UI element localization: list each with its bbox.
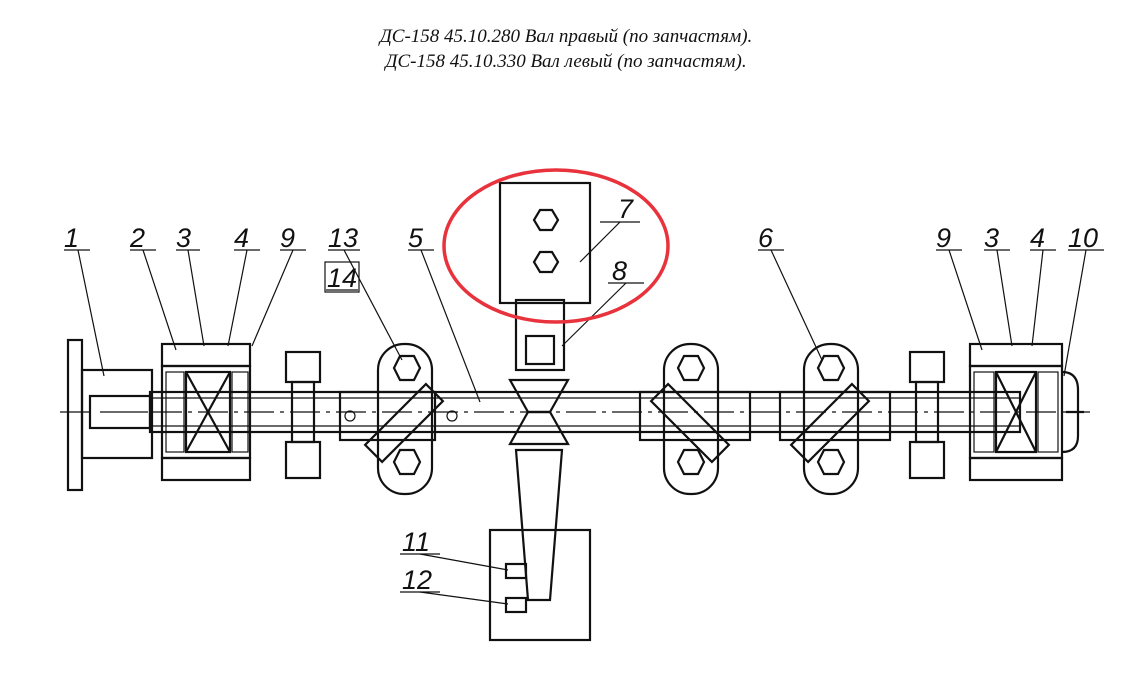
callout-1: 1: [64, 223, 79, 253]
blade-holder-center: [488, 181, 592, 642]
cam-plate-left: [338, 342, 458, 496]
highlight-circle-part-7: [442, 168, 670, 324]
right-bearing-housing: [968, 342, 1084, 482]
title-line-left-shaft: ДС-158 45.10.330 Вал левый (по запчастям…: [385, 51, 747, 72]
right-sprocket: [908, 350, 946, 480]
callout-4-right: 4: [1030, 223, 1045, 253]
callout-6: 6: [758, 223, 774, 253]
callout-12: 12: [402, 565, 432, 595]
callout-10: 10: [1068, 223, 1098, 253]
left-bearing-housing: [160, 342, 252, 482]
callout-5: 5: [408, 223, 424, 253]
title-line-right-shaft: ДС-158 45.10.280 Вал правый (по запчастя…: [379, 26, 753, 47]
left-sprocket: [284, 350, 322, 480]
callout-11: 11: [402, 527, 430, 557]
callout-3-left: 3: [176, 223, 191, 253]
callout-9-left: 9: [280, 223, 295, 253]
callout-2: 2: [129, 223, 145, 253]
callout-4-left: 4: [234, 223, 249, 253]
callout-14: 14: [327, 263, 357, 293]
left-flange: [66, 338, 154, 492]
callout-14-box: [324, 261, 360, 293]
callout-9-right: 9: [936, 223, 951, 253]
leader-lines: [64, 221, 1104, 605]
callout-8: 8: [612, 256, 627, 286]
callout-13: 13: [328, 223, 358, 253]
cam-plate-right: [778, 342, 892, 496]
callout-3-right: 3: [984, 223, 999, 253]
cam-plate-mid: [638, 342, 752, 496]
callout-7: 7: [618, 194, 634, 224]
shaft-tube: [148, 390, 1022, 434]
